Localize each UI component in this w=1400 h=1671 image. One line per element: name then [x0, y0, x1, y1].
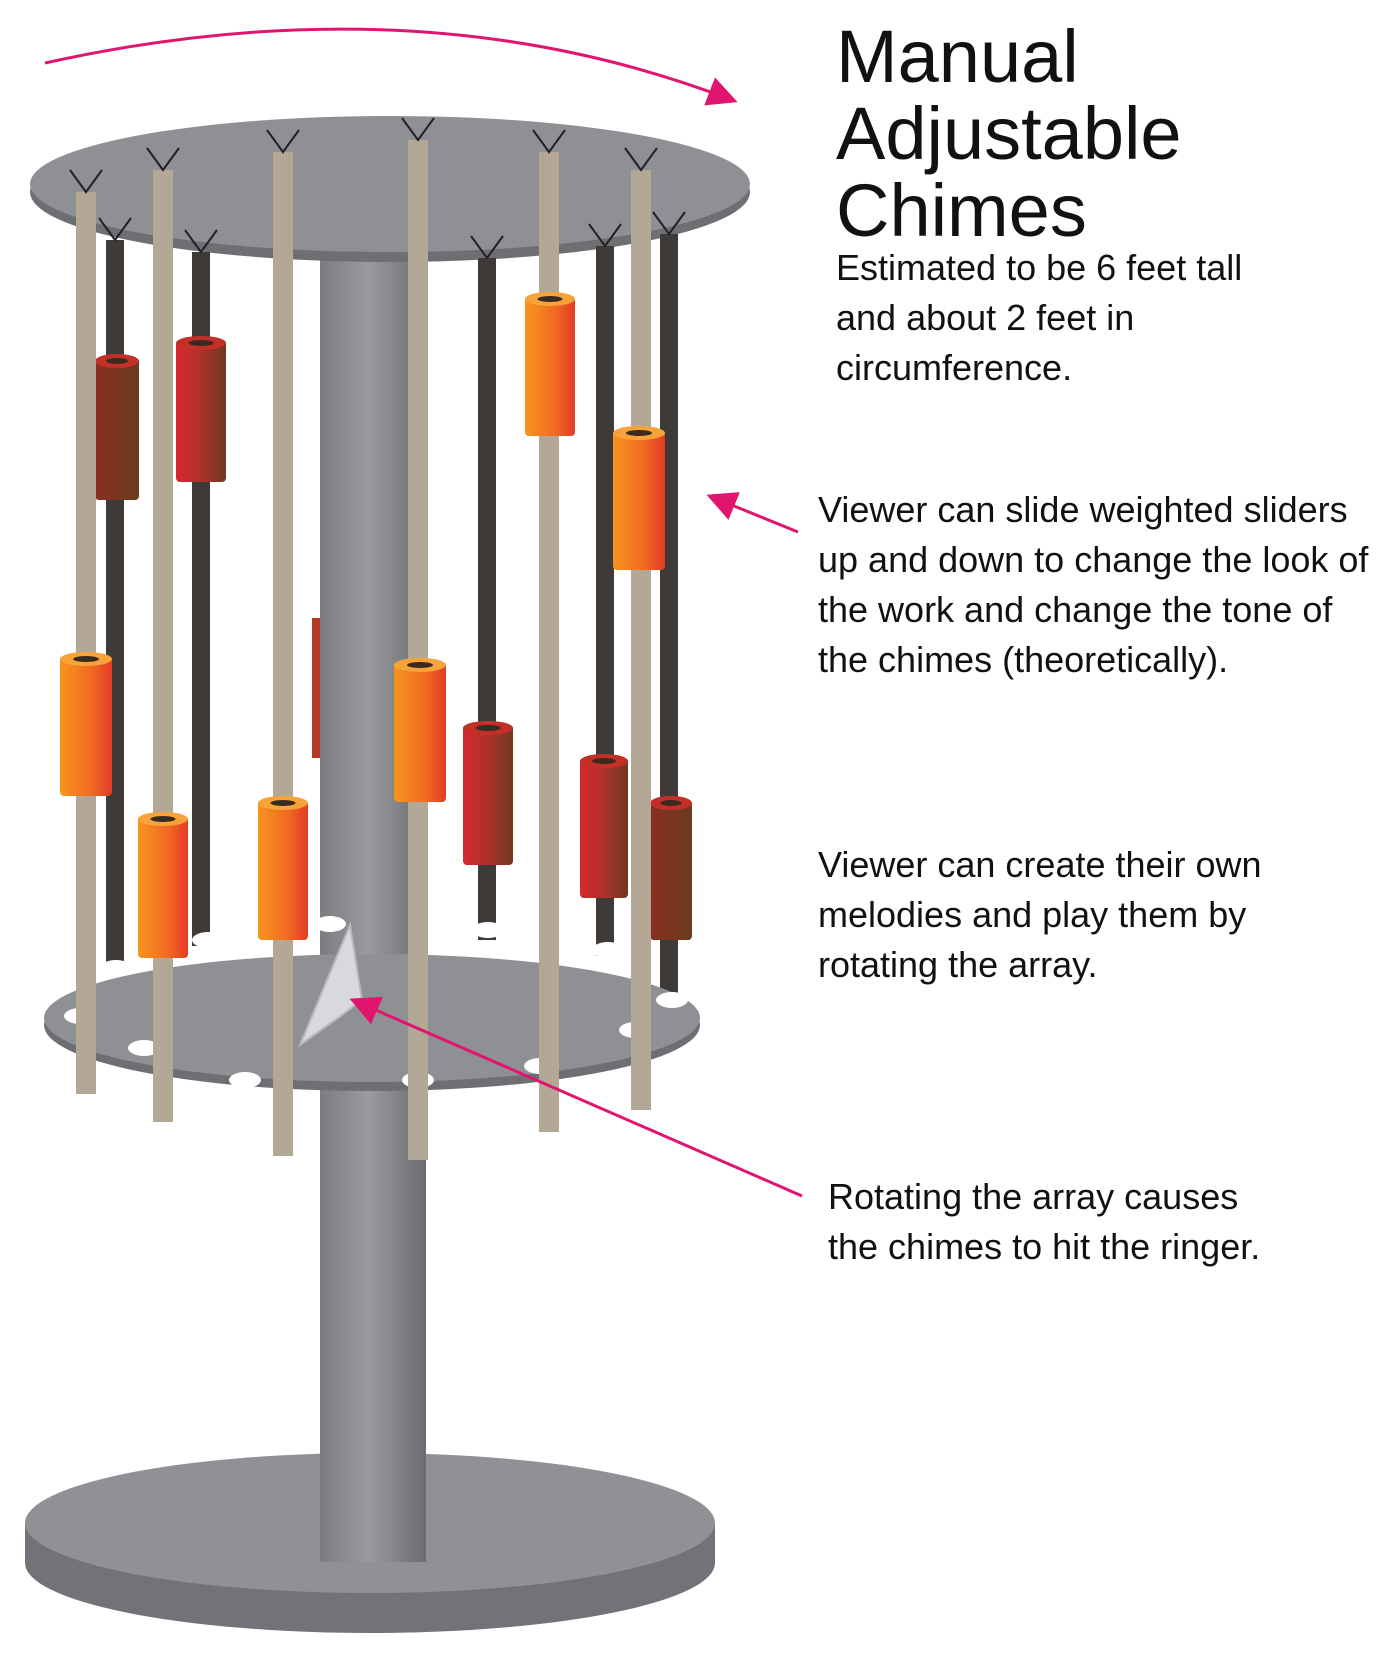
melody-note: Viewer can create their own melodies and… [818, 844, 1262, 985]
weighted-slider [394, 662, 446, 802]
weighted-slider [176, 340, 226, 482]
chime-rod [408, 140, 428, 1160]
slider-callout-arrow [706, 492, 799, 534]
chime-rod [106, 240, 124, 968]
weighted-slider [580, 758, 628, 898]
weighted-slider [613, 430, 665, 570]
ringer [297, 921, 364, 1048]
rotation-note: Rotating the array causes the chimes to … [828, 1176, 1261, 1267]
diagram-title: Manual Adjustable Chimes [836, 18, 1182, 249]
lower-disc [44, 954, 700, 1091]
base-disc [25, 1453, 715, 1633]
rotation-arrow [44, 27, 738, 106]
title-line-3: Chimes [836, 169, 1087, 252]
size-note: Estimated to be 6 feet tall and about 2 … [836, 247, 1243, 388]
weighted-slider [525, 296, 575, 436]
chime-rod [631, 170, 651, 1110]
weighted-slider [60, 656, 112, 796]
chime-rod [153, 170, 173, 1122]
chime-rod [273, 152, 293, 1156]
slider-note: Viewer can slide weighted sliders up and… [818, 489, 1369, 680]
chime-rod [76, 192, 96, 1094]
title-line-2: Adjustable [836, 92, 1182, 175]
weighted-slider [650, 800, 692, 940]
weighted-slider [138, 816, 188, 958]
rod-holes [64, 916, 688, 1088]
back-rods [95, 211, 692, 996]
title-line-1: Manual [836, 15, 1079, 98]
top-disc [30, 116, 750, 262]
weighted-slider [258, 800, 308, 940]
weighted-slider [463, 725, 513, 865]
ringer-callout-arrow [349, 996, 803, 1198]
front-rods [60, 117, 665, 1160]
weighted-slider [95, 358, 139, 500]
